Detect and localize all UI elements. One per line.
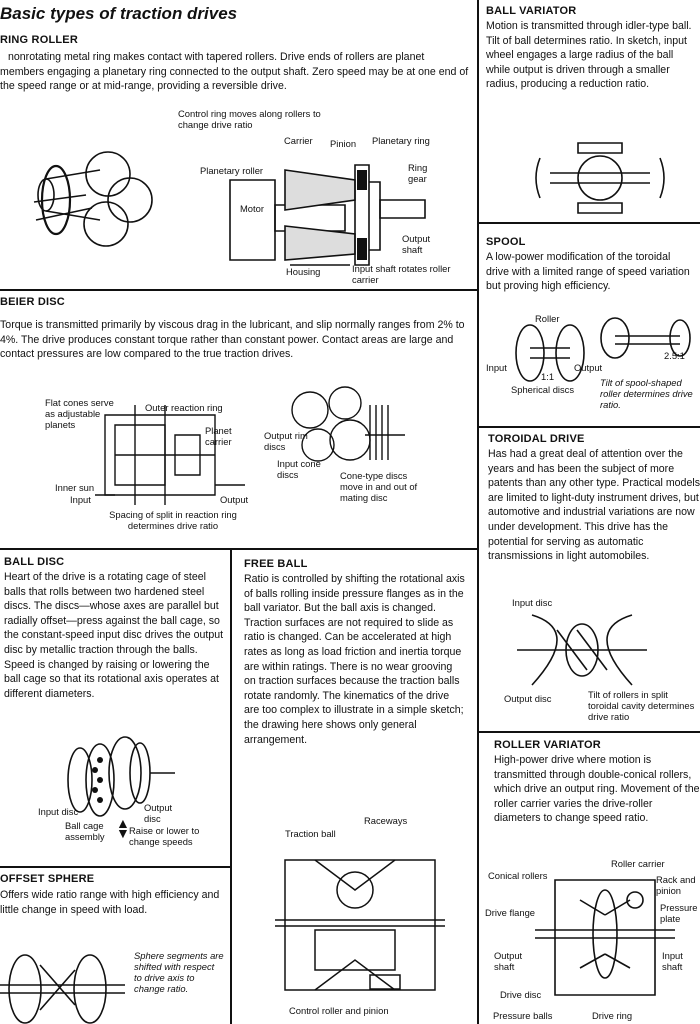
spool-heading: SPOOL	[486, 236, 526, 248]
offset-sphere-body: Offers wide ratio range with high effici…	[0, 889, 220, 916]
inner-sun-label: Inner sun	[55, 482, 95, 493]
ring-gear-label: Ring gear	[408, 162, 428, 184]
traction-ball-label: Traction ball	[285, 828, 336, 839]
toroidal-tilt-label: Tilt of rollers in split toroidal cavity…	[588, 689, 695, 722]
toroidal-diagram	[512, 610, 652, 690]
section-divider	[0, 289, 477, 291]
beier-disc-heading: BEIER DISC	[0, 296, 65, 308]
section-divider	[477, 426, 700, 428]
conical-rollers-label: Conical rollers	[488, 870, 548, 881]
output-rim-label: Output rim discs	[264, 430, 308, 452]
section-divider	[0, 866, 230, 868]
ball-cage-label: Ball cage assembly	[65, 820, 105, 842]
ball-disc-input-label: Input disc	[38, 806, 79, 817]
roller-variator-diagram	[535, 870, 675, 1005]
motor-label: Motor	[240, 203, 264, 214]
pressure-plate-label: Pressure plate	[660, 902, 698, 924]
page-title: Basic types of traction drives	[0, 4, 238, 23]
sphere-segments-label: Sphere segments are shifted with respect…	[134, 950, 224, 994]
drive-disc-label: Drive disc	[500, 989, 542, 1000]
offset-sphere-diagram	[0, 945, 125, 1024]
ball-variator-heading: BALL VARIATOR	[486, 5, 577, 17]
ball-disc-output-label: Output disc	[144, 802, 173, 824]
beier-disc-cone-sketch	[290, 385, 410, 475]
output-shaft-label: Output shaft	[402, 233, 431, 255]
toroidal-heading: TOROIDAL DRIVE	[488, 433, 585, 445]
cone-type-label: Cone-type discs move in and out of matin…	[340, 470, 418, 503]
roller-variator-body: High-power drive where motion is transmi…	[494, 754, 700, 825]
ball-disc-diagram	[55, 735, 190, 825]
beier-disc-body: Torque is transmitted primarily by visco…	[0, 319, 465, 361]
beier-input-label: Input	[70, 494, 91, 505]
pinion-label: Pinion	[330, 138, 357, 149]
planet-carrier-label: Planet carrier	[205, 425, 232, 447]
spherical-discs-label: Spherical discs	[511, 384, 575, 395]
roller-output-shaft-label: Output shaft	[494, 950, 523, 972]
ring-roller-diagram	[225, 160, 435, 270]
toroidal-output-label: Output disc	[504, 693, 552, 704]
outer-ring-label: Outer reaction ring	[145, 402, 223, 413]
column-divider	[477, 0, 479, 1024]
section-divider	[230, 548, 232, 1024]
beier-disc-diagram	[95, 405, 245, 505]
spool-body: A low-power modification of the toroidal…	[486, 251, 690, 293]
planetary-roller-label: Planetary roller	[200, 165, 264, 176]
section-divider	[477, 731, 700, 733]
ring-roller-heading: RING ROLLER	[0, 34, 78, 46]
toroidal-body: Has had a great deal of attention over t…	[488, 448, 700, 563]
free-ball-diagram	[275, 840, 445, 1005]
ball-disc-heading: BALL DISC	[4, 556, 65, 568]
input-shaft-label: Input shaft rotates roller carrier	[352, 263, 451, 285]
ring-roller-body: nonrotating metal ring makes contact wit…	[0, 51, 469, 93]
raise-lower-arrow-icon: ▲▼	[116, 815, 130, 841]
spacing-label: Spacing of split in reaction ring determ…	[109, 509, 237, 531]
control-roller-label: Control roller and pinion	[289, 1005, 389, 1016]
carrier-label: Carrier	[284, 135, 313, 146]
raceways-label: Raceways	[364, 815, 408, 826]
section-divider	[477, 222, 700, 224]
ball-variator-diagram	[540, 138, 660, 218]
raise-lower-label: Raise or lower to change speeds	[129, 825, 200, 847]
housing-label: Housing	[286, 266, 321, 277]
spool-diagram	[505, 318, 695, 388]
toroidal-input-label: Input disc	[512, 597, 553, 608]
spool-output-label: Output	[574, 362, 603, 373]
beier-output-label: Output	[220, 494, 249, 505]
spool-ratio-1: 1:1	[541, 371, 555, 382]
rack-pinion-label: Rack and pinion	[656, 874, 696, 896]
flat-cones-label: Flat cones serve as adjustable planets	[45, 397, 114, 430]
section-divider	[0, 548, 477, 550]
roller-carrier-label: Roller carrier	[611, 858, 665, 869]
free-ball-heading: FREE BALL	[244, 558, 308, 570]
roller-variator-heading: ROLLER VARIATOR	[494, 739, 601, 751]
spool-roller-label: Roller	[535, 313, 560, 324]
drive-ring-label: Drive ring	[592, 1010, 633, 1021]
offset-sphere-heading: OFFSET SPHERE	[0, 873, 95, 885]
pressure-balls-label: Pressure balls	[493, 1010, 553, 1021]
drive-flange-label: Drive flange	[485, 907, 536, 918]
spool-ratio-2: 2.5:1	[664, 350, 685, 361]
roller-input-shaft-label: Input shaft	[662, 950, 683, 972]
spool-input-label: Input	[486, 362, 507, 373]
spool-tilt-label: Tilt of spool-shaped roller determines d…	[600, 377, 693, 410]
input-cone-label: Input cone discs	[277, 458, 321, 480]
free-ball-body: Ratio is controlled by shifting the rota…	[244, 573, 465, 746]
ball-variator-body: Motion is transmitted through idler-type…	[486, 20, 692, 91]
control-ring-label: Control ring moves along rollers to chan…	[178, 108, 321, 130]
planetary-ring-label: Planetary ring	[372, 135, 430, 146]
ring-roller-sketch	[26, 150, 166, 260]
ball-disc-body: Heart of the drive is a rotating cage of…	[4, 571, 224, 700]
